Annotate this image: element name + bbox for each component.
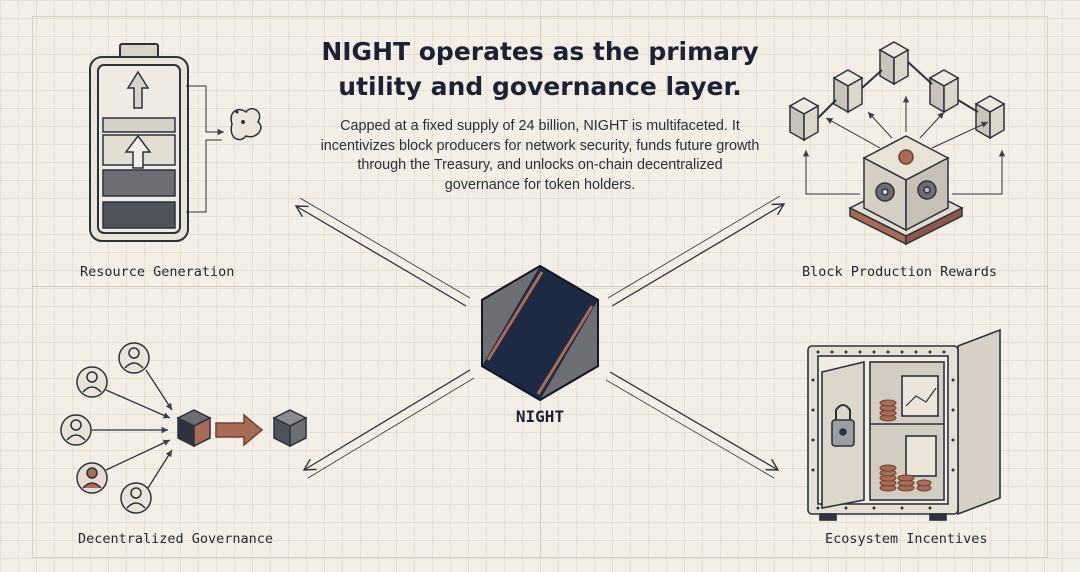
page-title: NIGHT operates as the primary utility an… xyxy=(290,34,790,104)
battery-icon xyxy=(90,44,261,241)
label-ecosystem-incentives: Ecosystem Incentives xyxy=(825,531,988,547)
user-avatar-3 xyxy=(61,415,91,445)
label-resource-generation: Resource Generation xyxy=(80,264,234,280)
label-block-production-rewards: Block Production Rewards xyxy=(802,264,997,280)
label-decentralized-governance: Decentralized Governance xyxy=(78,531,273,547)
description-text: Capped at a fixed supply of 24 billion, … xyxy=(318,117,762,195)
arrow-to-ecosystem xyxy=(610,372,778,470)
arrow-to-resource-generation xyxy=(296,206,466,306)
night-hexagon-logo xyxy=(482,266,598,400)
arrow-to-governance xyxy=(304,370,470,470)
center-token-label: NIGHT xyxy=(490,407,590,426)
transfer-arrow xyxy=(216,415,262,445)
governance-users-icon xyxy=(61,343,306,513)
arrow-to-block-production xyxy=(612,204,784,306)
vote-cube xyxy=(178,410,210,446)
user-avatar-4 xyxy=(77,463,107,493)
vault-safe-icon xyxy=(808,330,1000,520)
user-avatar-1 xyxy=(119,343,149,373)
result-cube xyxy=(274,410,306,446)
user-avatar-2 xyxy=(77,367,107,397)
user-avatar-5 xyxy=(121,483,151,513)
cube-network-icon xyxy=(790,42,1004,244)
